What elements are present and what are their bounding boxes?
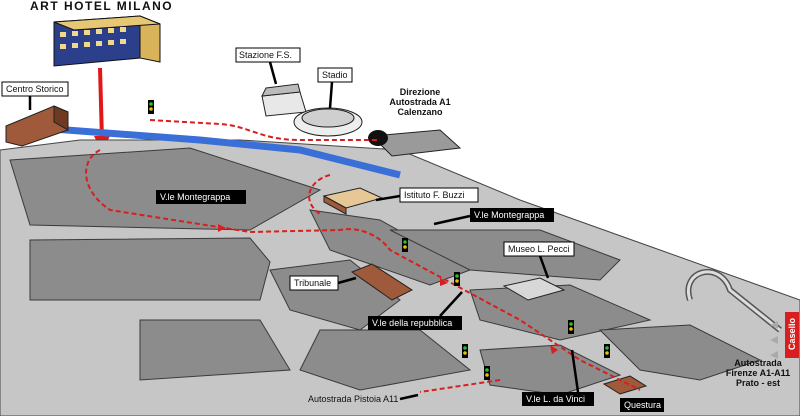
svg-text:Direzione: Direzione xyxy=(400,87,441,97)
svg-text:V.le L. da Vinci: V.le L. da Vinci xyxy=(526,394,585,404)
svg-text:V.le della repubblica: V.le della repubblica xyxy=(372,318,452,328)
direzione-building xyxy=(368,129,462,157)
svg-text:V.le Montegrappa: V.le Montegrappa xyxy=(160,192,230,202)
route-path xyxy=(85,119,641,393)
label-repubblica: V.le della repubblica xyxy=(368,291,463,330)
svg-text:V.le Montegrappa: V.le Montegrappa xyxy=(474,210,544,220)
svg-text:Stazione F.S.: Stazione F.S. xyxy=(239,50,292,60)
label-casello: Casello xyxy=(785,312,799,358)
tribunale-building xyxy=(350,263,414,301)
svg-text:Questura: Questura xyxy=(624,400,661,410)
svg-text:Tribunale: Tribunale xyxy=(294,278,331,288)
city-blocks xyxy=(0,139,800,416)
centro-storico-building xyxy=(5,105,69,147)
traffic-light-icon xyxy=(148,100,154,114)
label-questura: Questura xyxy=(620,398,664,412)
label-montegrappa-2: V.le Montegrappa xyxy=(433,208,554,226)
stadio-building xyxy=(293,107,363,137)
museo-building xyxy=(502,277,566,301)
label-stadio: Stadio xyxy=(317,67,353,109)
highway-loop xyxy=(685,269,782,333)
svg-text:Autostrada: Autostrada xyxy=(734,358,782,368)
label-stazione: Stazione F.S. xyxy=(235,47,301,85)
traffic-light-icon xyxy=(462,344,468,358)
river xyxy=(39,124,401,179)
stazione-building xyxy=(261,83,307,117)
toll-gate-icons xyxy=(770,321,778,359)
label-montegrappa-1: V.le Montegrappa xyxy=(156,190,246,204)
route-arrows xyxy=(218,224,558,354)
svg-text:Prato - est: Prato - est xyxy=(736,378,780,388)
traffic-lights xyxy=(148,100,610,380)
svg-text:Autostrada Pistoia A11: Autostrada Pistoia A11 xyxy=(308,394,398,404)
traffic-light-icon xyxy=(568,320,574,334)
traffic-light-icon xyxy=(402,238,408,252)
svg-text:Centro Storico: Centro Storico xyxy=(6,84,64,94)
svg-text:Calenzano: Calenzano xyxy=(397,107,443,117)
svg-text:Istituto F. Buzzi: Istituto F. Buzzi xyxy=(404,190,465,200)
svg-text:Autostrada A1: Autostrada A1 xyxy=(389,97,450,107)
svg-text:Casello: Casello xyxy=(787,317,797,350)
svg-text:Stadio: Stadio xyxy=(322,70,348,80)
label-direzione: Direzione Autostrada A1 Calenzano xyxy=(389,87,450,117)
map-title: ART HOTEL MILANO xyxy=(30,0,173,13)
questura-building xyxy=(602,375,648,395)
label-centro-storico: Centro Storico xyxy=(1,81,69,110)
traffic-light-icon xyxy=(484,366,490,380)
label-pistoia: Autostrada Pistoia A11 xyxy=(308,393,419,404)
label-museo: Museo L. Pecci xyxy=(503,241,575,279)
label-autostrada-est: Autostrada Firenze A1-A11 Prato - est xyxy=(726,358,790,388)
traffic-light-icon xyxy=(604,344,610,358)
svg-text:Museo L. Pecci: Museo L. Pecci xyxy=(508,244,570,254)
svg-text:Firenze A1-A11: Firenze A1-A11 xyxy=(726,368,790,378)
traffic-light-icon xyxy=(454,272,460,286)
label-istituto: Istituto F. Buzzi xyxy=(375,187,479,203)
label-da-vinci: V.le L. da Vinci xyxy=(522,349,594,406)
label-tribunale: Tribunale xyxy=(289,275,357,291)
